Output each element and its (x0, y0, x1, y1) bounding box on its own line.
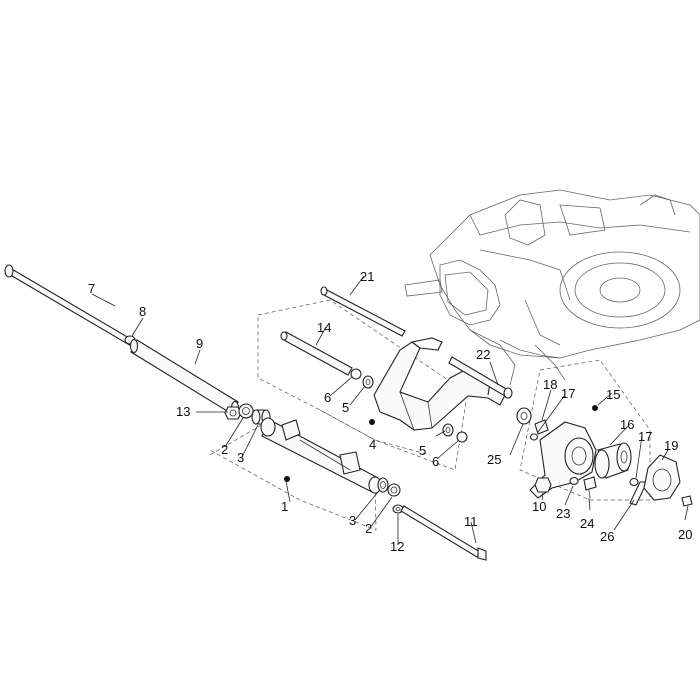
callout-15: 15 (606, 387, 620, 402)
callout-20: 20 (678, 527, 692, 542)
part-5-bushing-lower (442, 423, 454, 437)
part-17-clip-left (529, 433, 539, 441)
part-14-pin (280, 331, 353, 376)
callout-7: 7 (88, 281, 95, 296)
part-21-bolt (320, 286, 406, 337)
part-11-bolt (400, 505, 487, 561)
part-16-silentblock (594, 442, 632, 479)
part-19-cap (643, 454, 681, 501)
callout-3-left: 3 (237, 450, 244, 465)
callout-17-upper: 17 (561, 386, 575, 401)
callout-11: 11 (464, 514, 478, 529)
part-6-washer-upper (350, 368, 362, 380)
part-2-bushing-left (238, 403, 254, 419)
callout-6-lower: 6 (432, 454, 439, 469)
part-1-swingarm-tube (260, 417, 382, 494)
callout-16: 16 (620, 417, 634, 432)
callout-23: 23 (556, 506, 570, 521)
part-3-bearing-right (377, 477, 389, 493)
callout-5-upper: 5 (342, 400, 349, 415)
callout-2-left: 2 (221, 442, 228, 457)
callout-22: 22 (476, 347, 490, 362)
assembly-outlines (209, 299, 651, 531)
callout-26: 26 (600, 529, 614, 544)
leader-lines (91, 275, 689, 545)
part-10-nut (534, 477, 552, 493)
callout-17-lower: 17 (638, 429, 652, 444)
callout-3-right: 3 (349, 513, 356, 528)
callout-25: 25 (487, 452, 501, 467)
callout-18: 18 (543, 377, 557, 392)
part-5-bushing-upper (362, 375, 374, 389)
callout-24: 24 (580, 516, 594, 531)
part-20-screw (681, 495, 693, 507)
part-13-nut (224, 406, 242, 420)
callout-8: 8 (139, 304, 146, 319)
callout-10: 10 (532, 499, 546, 514)
callout-5-lower: 5 (419, 443, 426, 458)
callout-13: 13 (176, 404, 190, 419)
callout-1: 1 (281, 499, 288, 514)
part-22-pin (448, 356, 513, 399)
part-17-clip-right (629, 477, 639, 487)
part-25-washer (516, 407, 532, 425)
part-23-washer (569, 476, 579, 486)
callout-9: 9 (196, 336, 203, 351)
callout-12: 12 (390, 539, 404, 554)
callout-labels: 1 2 2 3 3 4 5 5 6 6 7 8 9 10 11 12 13 14… (88, 269, 692, 554)
part-2-bushing-right (387, 483, 401, 497)
part-24-screw (583, 476, 597, 499)
engine-assembly (404, 189, 700, 386)
callout-4: 4 (369, 437, 376, 452)
part-6-washer-lower (456, 431, 468, 443)
callout-21: 21 (360, 269, 374, 284)
callout-14: 14 (317, 320, 331, 335)
callout-19: 19 (664, 438, 678, 453)
callout-6-upper: 6 (324, 390, 331, 405)
callout-2-right: 2 (365, 521, 372, 536)
